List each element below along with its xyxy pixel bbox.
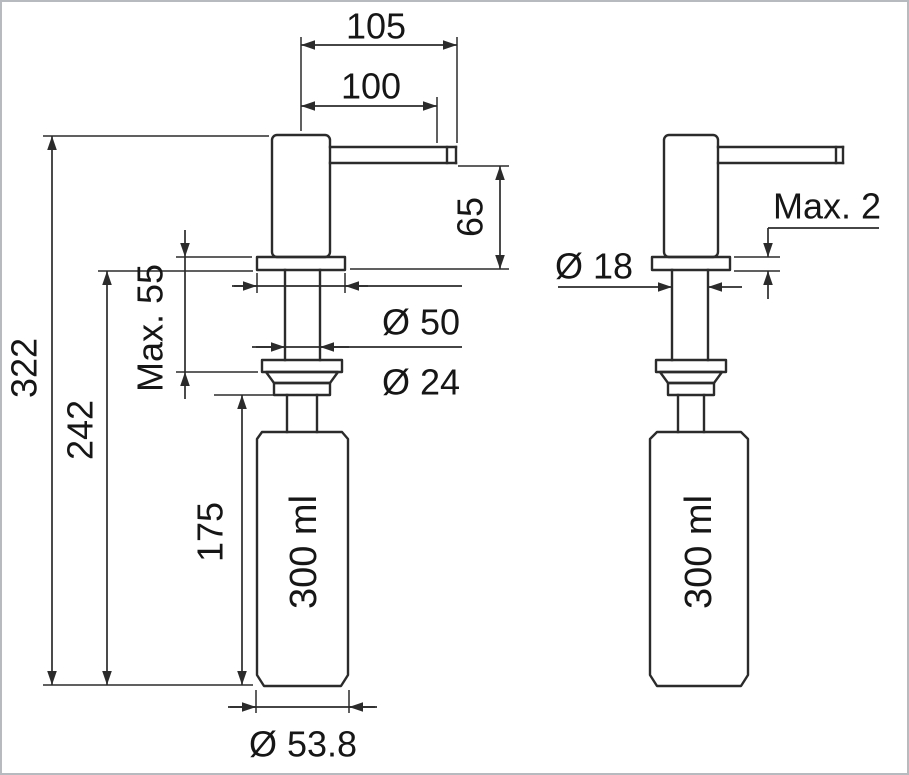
dim-total-height-322: 322 <box>4 135 269 686</box>
dim-under-height-242: 242 <box>60 270 253 685</box>
bottle-capacity-label: 300 ml <box>283 495 325 609</box>
dimension-label: Ø 18 <box>555 246 633 287</box>
dim-spout-height-65: 65 <box>350 165 509 270</box>
dimension-label: 242 <box>60 400 101 460</box>
bottle <box>255 430 350 688</box>
front-view: 300 ml <box>255 133 458 688</box>
dim-shaft-dia-24: Ø 24 <box>252 342 462 403</box>
dimension-label: 175 <box>190 502 231 562</box>
dimension-label: Max. 2 <box>773 186 881 227</box>
dimension-label: 105 <box>346 6 406 47</box>
bottle <box>648 430 750 688</box>
dim-flange-dia-50: Ø 50 <box>232 273 462 343</box>
dimension-label: Max. 55 <box>130 264 171 392</box>
dimension-label: 322 <box>4 338 45 398</box>
dim-max-thickness-55: Max. 55 <box>130 230 258 399</box>
dim-spout-overall-105: 105 <box>300 6 458 143</box>
dim-bottle-dia-53-8: Ø 53.8 <box>228 690 377 765</box>
nut-base <box>666 381 716 397</box>
dim-spout-reach-100: 100 <box>301 66 438 143</box>
dim-bottle-height-175: 175 <box>190 394 284 685</box>
bottle-capacity-label: 300 ml <box>678 495 720 609</box>
nut-base <box>272 381 332 397</box>
dim-flange-height-max-2: Max. 2 <box>734 186 881 299</box>
dimension-label: 65 <box>450 197 491 237</box>
flange <box>255 255 347 272</box>
dimension-label: Ø 24 <box>382 362 460 403</box>
dimension-label: 100 <box>341 66 401 107</box>
dimension-label: Ø 50 <box>382 302 460 343</box>
dim-tube-dia-18: Ø 18 <box>555 246 742 292</box>
dimension-label: Ø 53.8 <box>249 724 357 765</box>
flange <box>650 255 732 272</box>
